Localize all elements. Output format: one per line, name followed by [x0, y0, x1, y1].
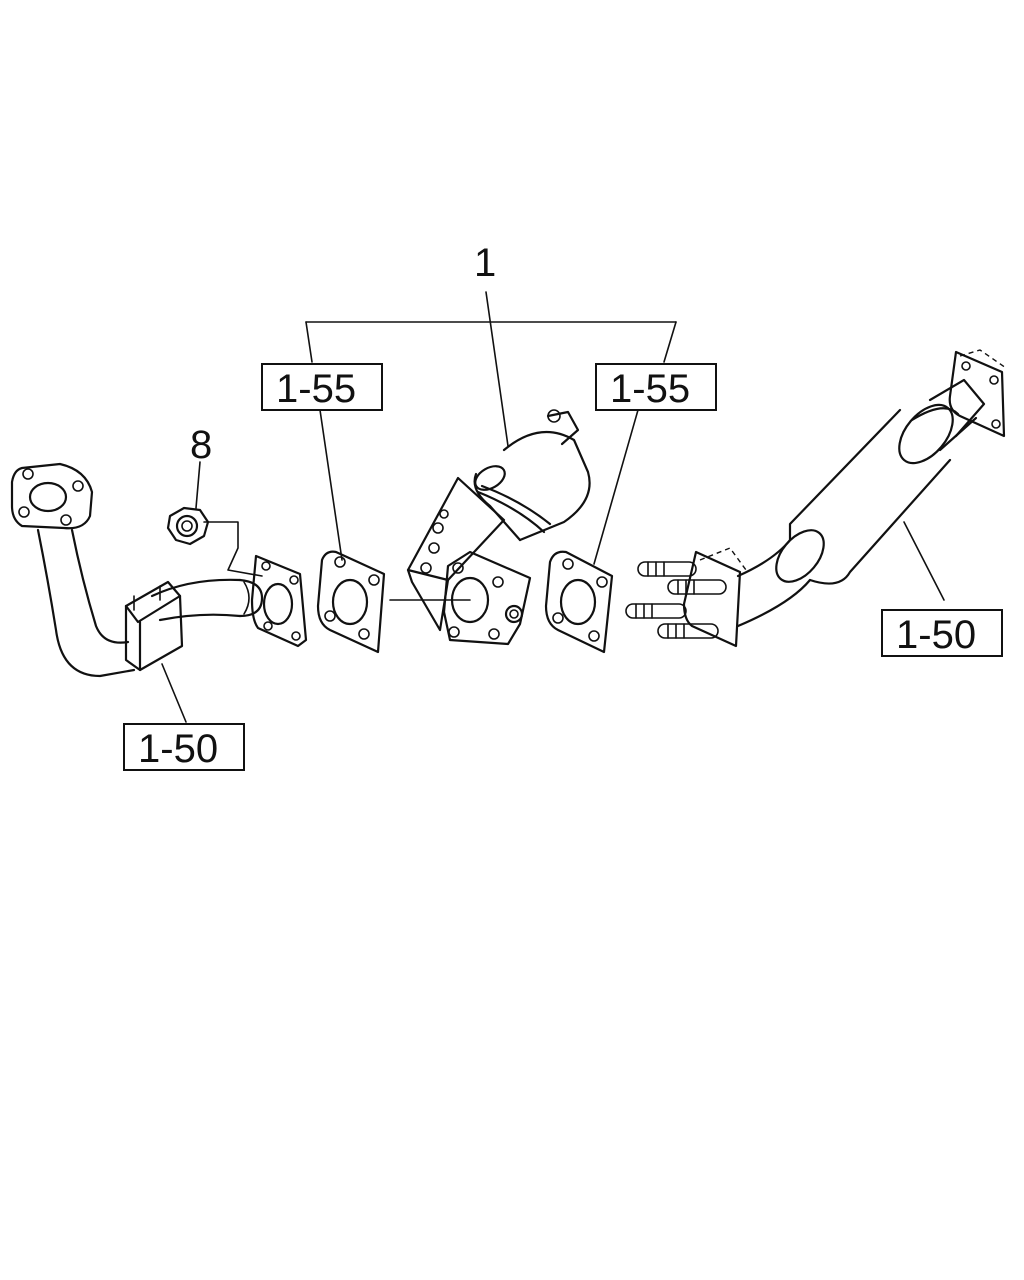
ref-label: 1-50: [896, 613, 976, 657]
ref-box: [261, 363, 383, 411]
rear-exhaust-pipe: [682, 349, 1007, 648]
label-part-1: 1: [474, 241, 496, 285]
ref-label: 1-55: [610, 367, 690, 411]
callout-gasket-left: 1-55: [261, 363, 383, 411]
ref-label: 1-55: [276, 367, 356, 411]
ref-box: [595, 363, 717, 411]
studs: [625, 561, 727, 639]
catalytic-converter-assembly: [389, 409, 591, 646]
callout-part-8: 8: [190, 423, 212, 467]
callout-pipe-rear: 1-50: [881, 609, 1003, 657]
ref-box: [123, 723, 245, 771]
front-exhaust-pipe: [10, 462, 308, 678]
callout-pipe-front: 1-50: [123, 723, 245, 771]
gasket-left: [316, 550, 386, 654]
callout-part-1: 1: [474, 241, 496, 285]
ref-box: [881, 609, 1003, 657]
callout-gasket-right: 1-55: [595, 363, 717, 411]
ref-label: 1-50: [138, 727, 218, 771]
label-part-8: 8: [190, 423, 212, 467]
flange-nut: [166, 506, 263, 577]
leader-lines: [161, 291, 945, 723]
gasket-right: [544, 550, 614, 654]
